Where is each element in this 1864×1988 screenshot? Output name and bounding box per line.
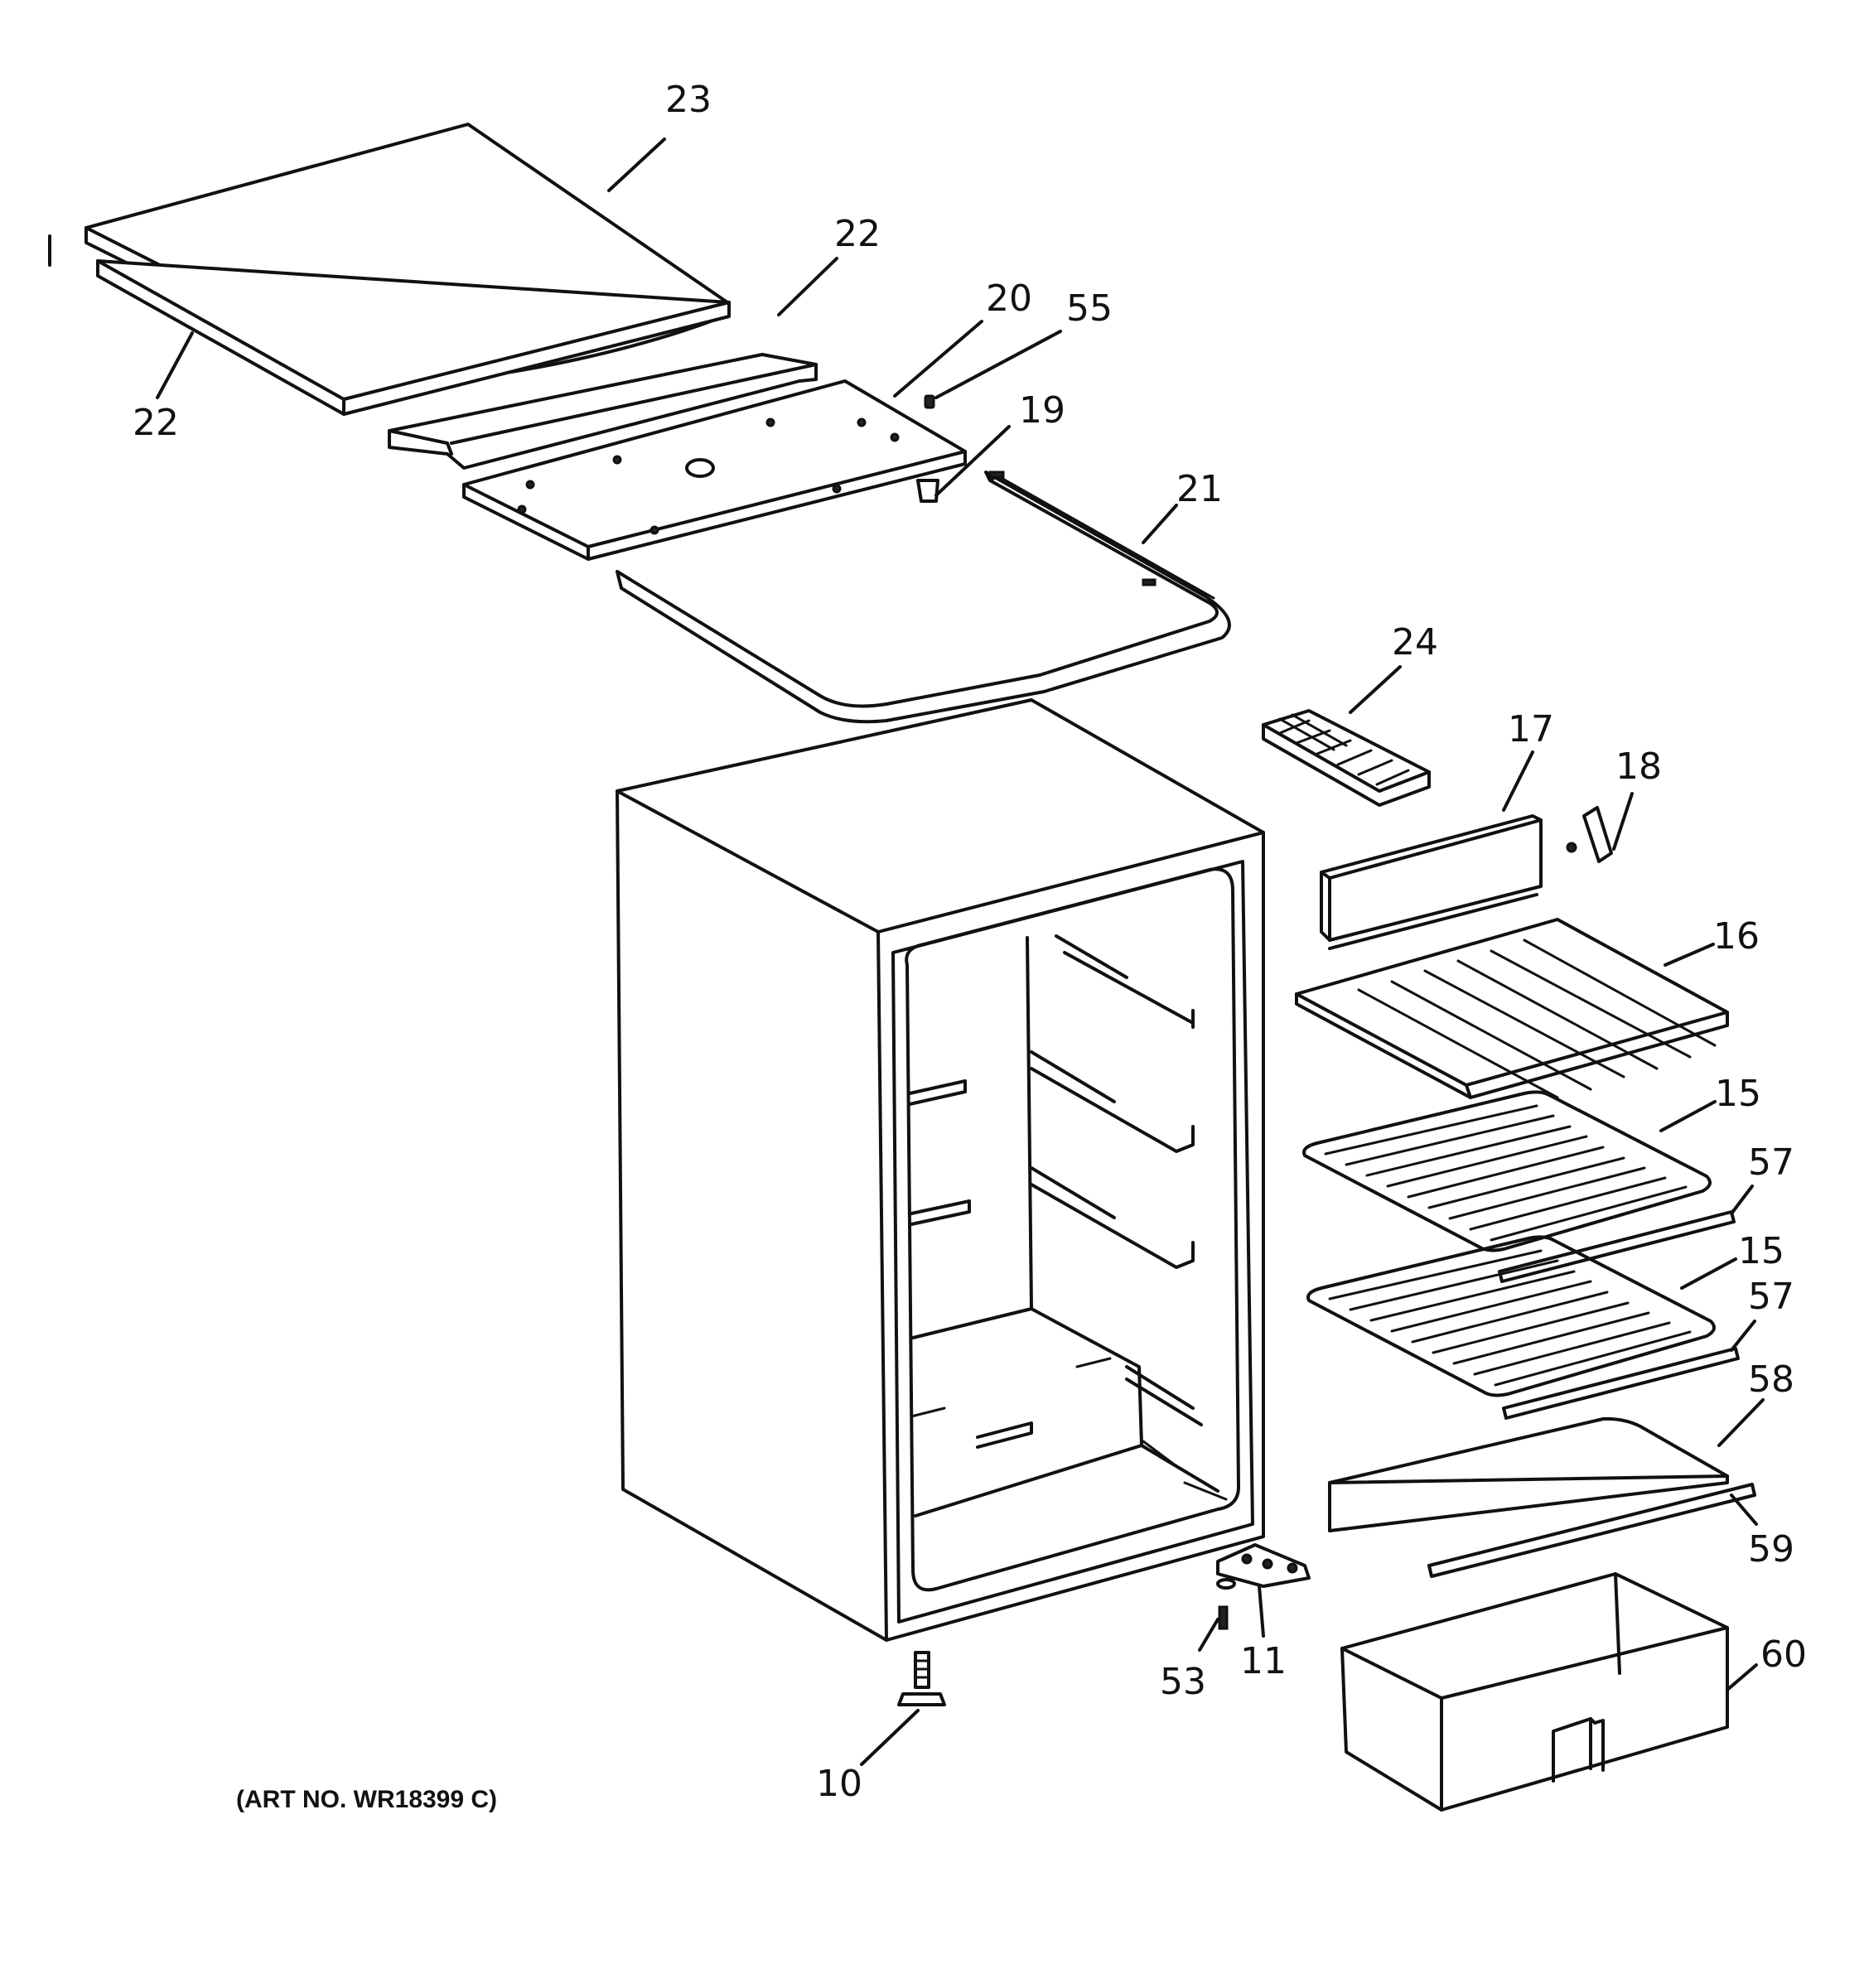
wire-shelf-upper-part xyxy=(1302,1090,1712,1252)
crisper-cover-part xyxy=(1328,1416,1729,1532)
top-bracket-part xyxy=(462,379,967,561)
callout-17: 17 xyxy=(1508,708,1554,750)
callout-11: 11 xyxy=(1240,1640,1287,1682)
crisper-drawer-part xyxy=(1340,1572,1729,1812)
callout-55: 55 xyxy=(1066,287,1113,330)
drip-tray-part xyxy=(1320,814,1543,950)
wire-shelf-lower-part xyxy=(1306,1235,1716,1397)
callout-20: 20 xyxy=(986,277,1032,320)
callout-60: 60 xyxy=(1760,1633,1807,1676)
ice-tray-part xyxy=(1262,709,1431,807)
callout-21: 21 xyxy=(1176,468,1223,510)
shelf-trim-lower-part xyxy=(1502,1347,1740,1420)
hinge-bottom-part xyxy=(1216,1543,1311,1590)
callout-58: 58 xyxy=(1748,1358,1794,1401)
callout-53: 53 xyxy=(1160,1661,1206,1703)
callout-labels: 23 22 22 20 55 19 21 24 17 18 16 15 57 1… xyxy=(133,79,1807,1805)
callout-59: 59 xyxy=(1748,1528,1794,1571)
plug-part xyxy=(916,479,939,503)
cabinet xyxy=(616,698,1265,1642)
leveling-leg-part xyxy=(897,1651,946,1706)
callout-15-upper: 15 xyxy=(1715,1073,1761,1115)
screw-top-part xyxy=(924,394,935,409)
callout-22-right: 22 xyxy=(834,213,881,255)
clip-part xyxy=(1566,806,1613,863)
freezer-shelf-part xyxy=(1295,918,1729,1099)
callout-15-lower: 15 xyxy=(1738,1230,1784,1272)
cover-trim-part xyxy=(1427,1483,1756,1578)
shelf-trim-upper-part xyxy=(1498,1210,1736,1283)
screw-hinge-part xyxy=(1218,1605,1229,1630)
callout-57-upper: 57 xyxy=(1748,1141,1794,1184)
callout-18: 18 xyxy=(1615,746,1662,788)
door-gasket-trim-part xyxy=(616,470,1231,724)
art-number-label: (ART NO. WR18399 C) xyxy=(236,1786,497,1813)
callout-24: 24 xyxy=(1392,621,1438,663)
callout-22-left: 22 xyxy=(133,402,179,444)
top-plate-left-part xyxy=(96,259,731,416)
callout-57-lower: 57 xyxy=(1748,1276,1794,1318)
callout-10: 10 xyxy=(816,1763,862,1805)
leader-lines xyxy=(156,138,1765,1766)
callout-23: 23 xyxy=(665,79,712,121)
callout-19: 19 xyxy=(1019,389,1065,432)
top-plate-right-part xyxy=(388,353,818,470)
callout-16: 16 xyxy=(1713,915,1760,958)
